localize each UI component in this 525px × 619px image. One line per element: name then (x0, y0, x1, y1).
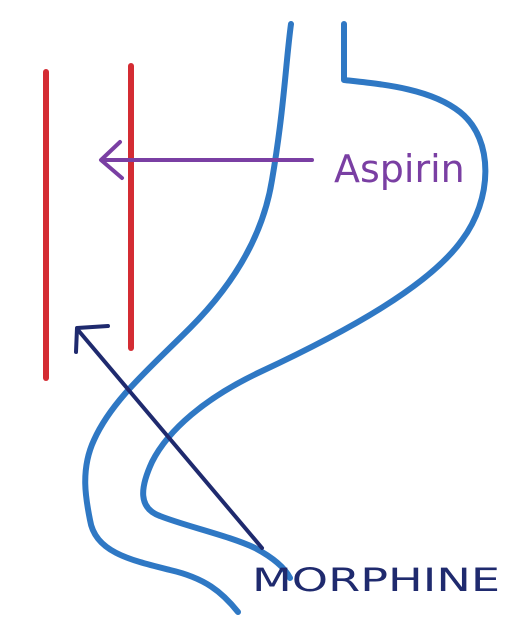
aspirin-label: Aspirin (334, 147, 465, 191)
morphine-arrow-shaft (78, 330, 262, 548)
gi-tract (85, 24, 485, 612)
gi-tract-inner-wall (143, 24, 485, 578)
membrane (46, 66, 131, 378)
morphine-label: MORPHINE (252, 561, 500, 599)
morphine-arrow (76, 326, 262, 548)
